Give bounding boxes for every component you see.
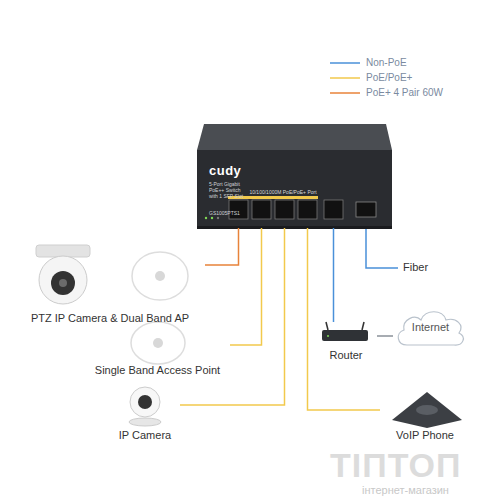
camera-lens-core [59,279,67,287]
watermark-subtitle: інтернет-магазин [362,484,449,497]
single-band-ap-icon [131,322,185,364]
cable-connector [205,228,239,265]
camera-lens [51,271,75,295]
cloud-node: Internet [393,305,468,350]
antenna [326,322,328,330]
camera-base [129,418,161,426]
led [217,217,219,219]
cable-connector [180,228,285,405]
ptz-camera-icon [36,245,90,304]
device-label: VoIP Phone [396,429,454,442]
cable-connector [377,335,393,337]
phone-body [392,392,462,428]
dual-band-ap-icon [132,252,188,300]
led [205,217,207,219]
port [229,200,248,219]
antenna [362,322,364,330]
sfp-slot [356,202,376,217]
fiber-line [366,229,398,268]
link-label: Fiber [403,261,428,274]
cable-connector [230,228,262,345]
legend-line-blue [330,62,360,64]
brand-logo: cudy [209,164,269,179]
ap-disc [131,322,185,364]
port-label: 10/100/1000M PoE/PoE+ Port [247,190,319,196]
model-description: 5-Port Gigabit PoE++ Switch with 1 SFP S… [209,181,245,199]
voip-phone-icon [392,392,462,428]
device-label: PTZ IP Camera & Dual Band AP [31,312,189,325]
device-label: Router [329,349,362,362]
switch-front [197,150,392,228]
cloud-label: Internet [412,321,449,334]
device-group: IP Camera [110,382,180,442]
legend-lines [330,63,360,93]
cable-connector [308,228,381,410]
camera-lens [138,395,152,409]
device-label: IP Camera [119,429,171,442]
switch-top [197,124,392,150]
port [298,200,317,219]
poe-switch: cudy 5-Port Gigabit PoE++ Switch with 1 S… [197,128,392,228]
camera-mount [36,245,90,257]
ap-led [153,338,163,348]
router-icon [322,322,368,341]
switch-body [197,124,392,229]
device-group: PTZ IP Camera & Dual Band AP [15,240,205,325]
camera-head [130,387,160,417]
legend-text: PoE+ 4 Pair 60W [366,87,443,99]
camera-dome [39,256,87,304]
legend-text: PoE/PoE+ [366,72,412,84]
switch-base [197,226,392,229]
legend-line-yellow [330,77,360,79]
cloud-shape [398,312,463,345]
device-group: VoIP Phone [380,385,470,442]
port [275,200,294,219]
led [211,217,213,219]
port [252,200,271,219]
legend-line-orange [330,92,360,94]
ap-disc [132,252,188,300]
device-group: Router [315,322,377,362]
ip-camera-icon [129,387,161,426]
model-number: GS1005PTS1 [209,210,249,216]
phone-display [416,405,438,415]
router-box [322,330,368,341]
fiber-wire [366,229,398,268]
legend-text: Non-PoE [366,57,407,69]
device-group: Single Band Access Point [85,322,230,377]
port [324,200,343,219]
led [327,335,329,337]
cable-connector [333,228,335,322]
device-label: Single Band Access Point [95,364,220,377]
ap-led [155,271,165,281]
watermark: ТІПТОП [330,446,461,485]
